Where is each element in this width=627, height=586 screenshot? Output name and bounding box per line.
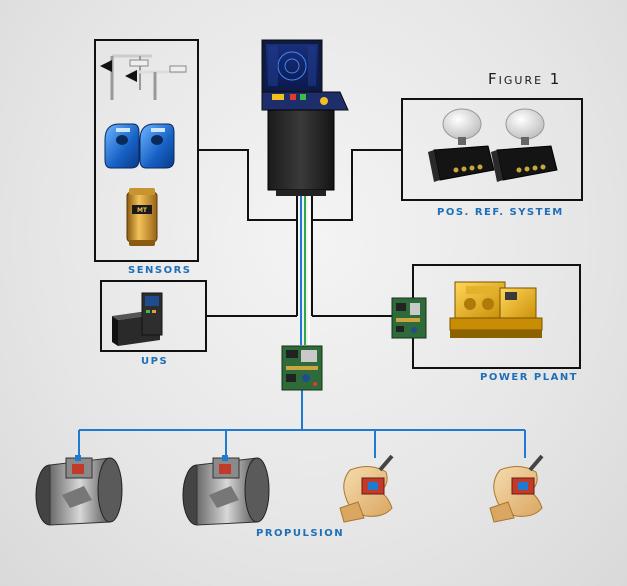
- power-plant-label: POWER PLANT: [480, 372, 578, 383]
- azimuth-thruster-icon: [339, 454, 394, 523]
- dp-console-icon: [261, 39, 349, 196]
- figure-title: Figure 1: [488, 70, 562, 88]
- wind-sensor-icon: [100, 54, 187, 100]
- ups-label: UPS: [141, 356, 168, 367]
- svg-text:MT: MT: [137, 207, 148, 214]
- motion-sensor-icon: [104, 123, 175, 169]
- sensors-label: SENSORS: [128, 265, 192, 276]
- sensors-link-line: [198, 149, 297, 221]
- ups-unit-icon: [112, 292, 163, 346]
- propulsion-controller-icon: [281, 345, 323, 391]
- pos-ref-label: POS. REF. SYSTEM: [437, 207, 564, 218]
- ups-group: [100, 280, 207, 352]
- azimuth-thruster-icon: [489, 454, 544, 523]
- generator-icon: [449, 281, 543, 338]
- posref-link-line: [312, 149, 402, 221]
- pos-ref-box: [401, 98, 583, 201]
- power-plant-group: [391, 264, 581, 369]
- tunnel-thruster-icon: [35, 455, 123, 526]
- gps-antenna-icon: [491, 108, 558, 182]
- sensors-box: [94, 39, 199, 262]
- control-board-icon: [391, 297, 427, 339]
- tunnel-thruster-icon: [182, 455, 270, 526]
- propulsion-label: PROPULSION: [256, 528, 344, 539]
- gps-antenna-icon: [428, 108, 495, 182]
- pos-ref-group: [401, 98, 583, 201]
- connection-lines: [78, 149, 526, 458]
- gyro-sensor-icon: MT: [126, 188, 158, 246]
- ups-box: [100, 280, 207, 352]
- sensors-group: MT: [94, 39, 199, 262]
